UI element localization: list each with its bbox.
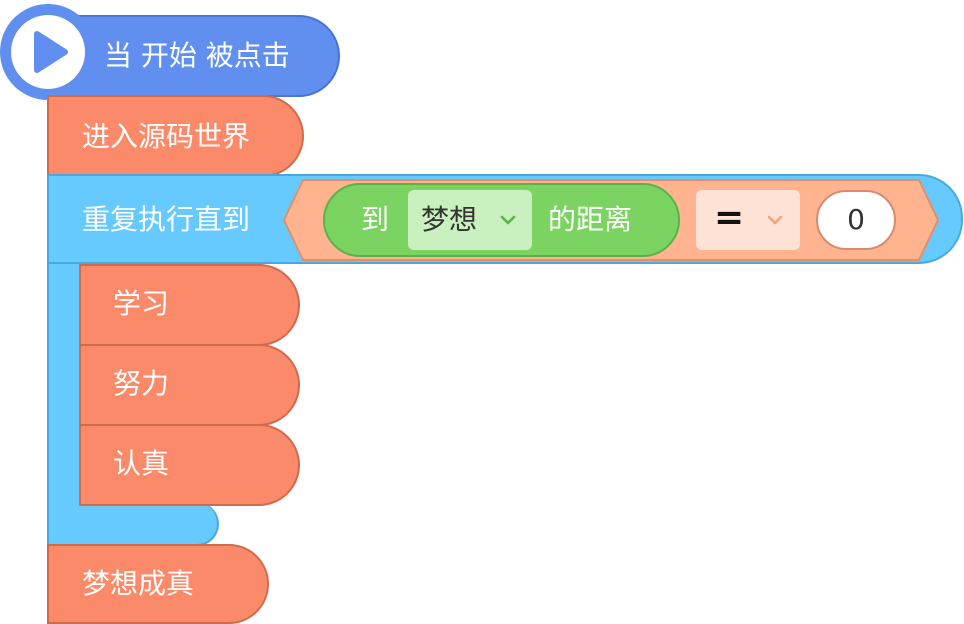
play-icon[interactable] [11, 15, 85, 89]
serious-block[interactable] [79, 424, 300, 506]
distance-to-label: 到 [361, 203, 390, 236]
play-icon-svg [34, 31, 68, 73]
value-input[interactable] [816, 190, 896, 250]
value-input-text: 0 [847, 203, 865, 236]
effort-label: 努力 [113, 367, 170, 400]
repeat-until-label: 重复执行直到 [82, 203, 251, 236]
target-dropdown-value: 梦想 [421, 203, 478, 236]
start-block-label: 当 开始 被点击 [104, 39, 290, 72]
repeat-until-arm [47, 262, 81, 506]
dream-come-true-label: 梦想成真 [82, 567, 195, 600]
dream-come-true-block[interactable] [47, 544, 269, 624]
chevron-down-icon [767, 215, 783, 225]
effort-block[interactable] [79, 344, 300, 426]
distance-label: 的距离 [548, 203, 633, 236]
enter-source-world-label: 进入源码世界 [82, 120, 251, 153]
chevron-down-icon [500, 215, 516, 225]
serious-label: 认真 [113, 447, 170, 480]
operator-value: = [714, 197, 745, 238]
operator-dropdown[interactable] [696, 190, 800, 250]
study-label: 学习 [113, 287, 170, 320]
repeat-until-bottom[interactable] [47, 502, 219, 546]
